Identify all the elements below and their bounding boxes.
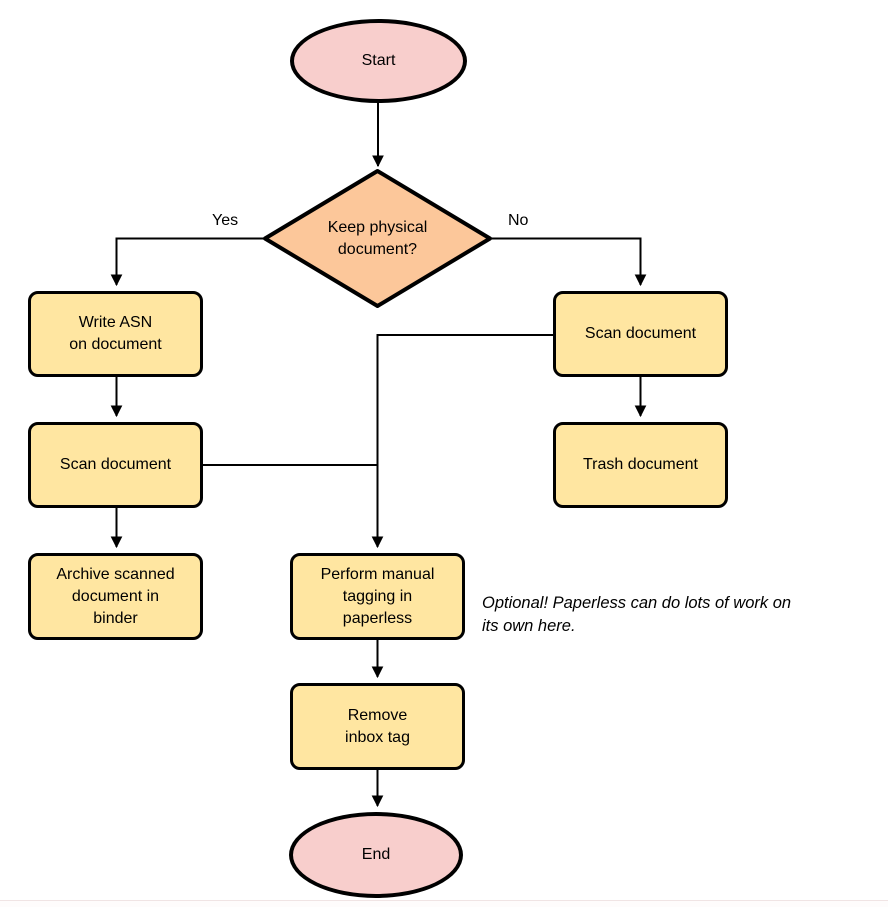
node-write-asn: Write ASN on document: [28, 291, 203, 377]
edge-decision-yes-to-write-asn: [110, 237, 265, 287]
node-trash-document: Trash document: [553, 422, 728, 508]
node-start: Start: [290, 19, 467, 103]
node-write-asn-label: Write ASN on document: [69, 314, 162, 353]
node-manual-tagging: Perform manual tagging in paperless: [290, 553, 465, 640]
edge-decision-no-to-scan-right: [490, 237, 647, 287]
node-end-label: End: [361, 846, 391, 863]
node-remove-inbox-tag-label: Remove inbox tag: [345, 706, 410, 746]
node-remove-inbox-tag: Remove inbox tag: [290, 683, 465, 770]
node-scan-document-left: Scan document: [28, 422, 203, 508]
node-scan-document-right: Scan document: [553, 291, 728, 377]
optional-note: Optional! Paperless can do lots of work …: [482, 594, 792, 635]
node-start-label: Start: [361, 52, 396, 69]
node-decision-label: Keep physical document?: [280, 212, 475, 265]
decision-question-text: Keep physical document?: [327, 218, 428, 258]
edge-label-no: No: [508, 212, 529, 229]
node-scan-document-left-label: Scan document: [59, 456, 172, 473]
edge-scan-right-to-tagging: [371, 334, 553, 549]
node-manual-tagging-label: Perform manual tagging in paperless: [320, 565, 435, 627]
node-archive-scanned: Archive scanned document in binder: [28, 553, 203, 640]
bottom-edge-strip: [0, 900, 888, 907]
edge-label-yes: Yes: [212, 212, 239, 229]
node-end: End: [289, 812, 463, 898]
node-trash-document-label: Trash document: [582, 456, 698, 473]
node-archive-scanned-label: Archive scanned document in binder: [56, 565, 175, 627]
node-scan-document-right-label: Scan document: [584, 325, 697, 342]
decision-shape: [263, 169, 492, 308]
